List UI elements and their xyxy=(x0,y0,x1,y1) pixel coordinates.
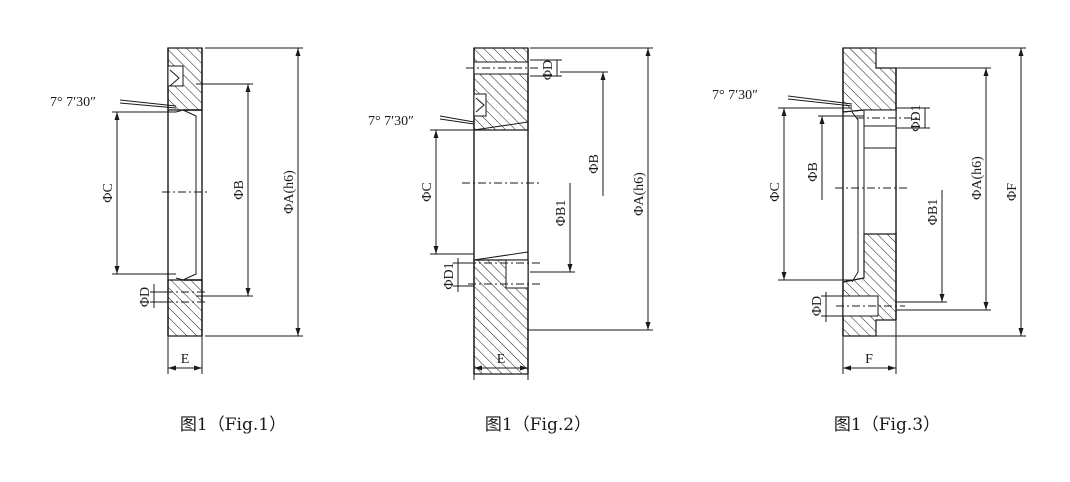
fig2-angle-label: 7° 7′30″ xyxy=(368,114,414,129)
fig3-dim-b: ΦB xyxy=(806,162,821,182)
fig3-dim-c: ΦC xyxy=(768,182,783,202)
fig1-caption: 图1（Fig.1） xyxy=(180,415,286,435)
fig3-dim-d1: ΦD1 xyxy=(909,104,924,131)
fig3-dimensions xyxy=(778,47,1026,374)
fig2-dimensions xyxy=(430,47,653,380)
fig3-dim-f: F xyxy=(865,352,873,367)
fig1-dim-e: E xyxy=(181,352,190,367)
fig3-flange-section xyxy=(835,47,920,337)
fig2-caption: 图1（Fig.2） xyxy=(485,415,591,435)
fig1-dim-a: ΦA(h6) xyxy=(282,170,297,214)
fig1-angle-label: 7° 7′30″ xyxy=(50,95,96,110)
fig3-caption: 图1（Fig.3） xyxy=(834,415,940,435)
fig2-dim-b1: ΦB1 xyxy=(554,200,569,227)
fig3-dim-b1: ΦB1 xyxy=(926,199,941,226)
fig1-dim-c: ΦC xyxy=(101,183,116,203)
fig2-dim-e: E xyxy=(497,352,506,367)
fig1-flange-section xyxy=(162,47,210,337)
fig1-dim-d: ΦD xyxy=(138,287,153,307)
fig1-dim-b: ΦB xyxy=(232,180,247,200)
figure-2: 7° 7′30″ ΦD ΦC ΦB1 ΦD1 ΦB ΦA(h6) E 图1（Fi… xyxy=(368,47,653,435)
figure-3: 7° 7′30″ ΦD1 ΦC ΦB ΦB1 ΦA(h6) ΦF ΦD F 图1… xyxy=(712,47,1026,435)
fig3-angle-label: 7° 7′30″ xyxy=(712,88,758,103)
fig2-dim-a: ΦA(h6) xyxy=(632,172,647,216)
fig3-dim-f-diameter: ΦF xyxy=(1005,183,1020,201)
fig1-dimensions xyxy=(112,47,303,374)
fig3-dim-d: ΦD xyxy=(810,296,825,316)
fig2-dim-b: ΦB xyxy=(587,154,602,174)
fig2-dim-d: ΦD xyxy=(541,60,556,80)
fig2-dim-d1: ΦD1 xyxy=(442,262,457,289)
fig2-flange-section xyxy=(462,47,540,375)
fig2-dim-c: ΦC xyxy=(420,182,435,202)
figure-1: 7° 7′30″ ΦC ΦB ΦA(h6) ΦD E 图1（Fig.1） xyxy=(50,47,303,435)
fig3-dim-a: ΦA(h6) xyxy=(970,156,985,200)
